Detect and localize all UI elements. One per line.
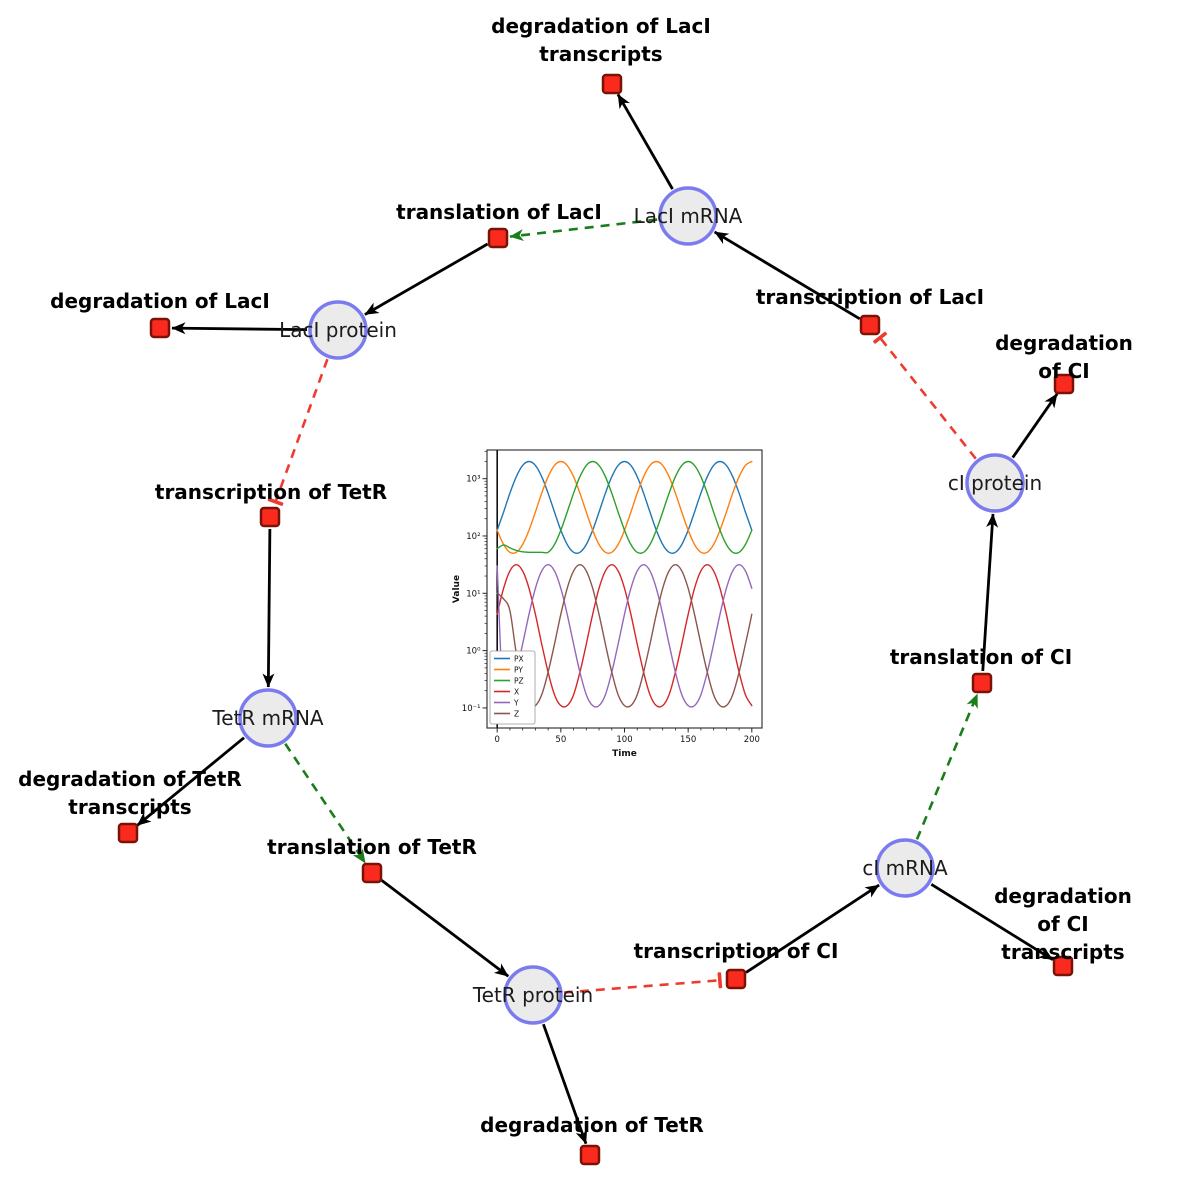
series-line-X xyxy=(496,564,753,708)
x-tick-label: 100 xyxy=(616,735,632,745)
edge-production-tc_ci-to-ci_mrna xyxy=(745,883,880,974)
series-line-PX xyxy=(496,460,753,554)
x-tick-label: 200 xyxy=(744,735,760,745)
species-node-tetr_mrna[interactable] xyxy=(238,688,298,748)
y-tick-label: 10⁰ xyxy=(466,647,481,657)
reaction-node-deg_tetr_tx[interactable] xyxy=(117,822,139,844)
edge-consumption-laci_mrna-to-deg_laci_tx xyxy=(616,93,674,190)
edge-inhibition-ci_prot-to-tc_laci xyxy=(873,331,977,460)
species-node-tetr_prot[interactable] xyxy=(503,965,563,1025)
edge-production-tl_ci-to-ci_prot xyxy=(981,513,999,672)
y-tick-label: 10³ xyxy=(466,475,480,485)
edge-modifier-laci_mrna-to-tl_laci xyxy=(509,218,658,242)
edge-modifier-tetr_mrna-to-tl_tetr xyxy=(284,743,367,864)
reaction-node-tl_laci[interactable] xyxy=(487,227,509,249)
edge-modifier-ci_mrna-to-tl_ci xyxy=(915,693,979,840)
edge-consumption-ci_mrna-to-deg_ci_tx xyxy=(930,883,1054,961)
legend-label-PX: PX xyxy=(514,654,524,663)
reaction-node-deg_tetr[interactable] xyxy=(579,1144,601,1166)
reaction-node-tc_ci[interactable] xyxy=(725,968,747,990)
reaction-node-tc_tetr[interactable] xyxy=(259,506,281,528)
x-tick-label: 150 xyxy=(680,735,696,745)
series-line-PY xyxy=(496,460,753,554)
reaction-node-tl_ci[interactable] xyxy=(971,672,993,694)
edge-production-tc_laci-to-laci_mrna xyxy=(713,230,861,321)
chart-x-axis-label: Time xyxy=(612,749,637,759)
series-line-Y xyxy=(496,564,753,715)
legend-label-Y: Y xyxy=(513,698,519,707)
species-node-ci_mrna[interactable] xyxy=(875,838,935,898)
reaction-node-tc_laci[interactable] xyxy=(859,314,881,336)
x-tick-label: 50 xyxy=(555,735,566,745)
legend-label-Z: Z xyxy=(514,709,519,718)
x-tick-label: 0 xyxy=(494,735,499,745)
edge-consumption-tetr_mrna-to-deg_tetr_tx xyxy=(136,736,245,827)
reaction-node-deg_ci_tx[interactable] xyxy=(1052,955,1074,977)
y-tick-label: 10⁻¹ xyxy=(462,704,481,714)
edge-consumption-laci_prot-to-deg_laci xyxy=(171,322,308,335)
edge-production-tl_tetr-to-tetr_prot xyxy=(380,879,510,978)
series-line-PZ xyxy=(496,460,753,554)
series-line-Z xyxy=(496,564,753,709)
legend-label-PZ: PZ xyxy=(514,676,524,685)
y-tick-label: 10² xyxy=(466,532,480,542)
edge-consumption-tetr_prot-to-deg_tetr xyxy=(542,1023,588,1145)
species-node-laci_prot[interactable] xyxy=(308,300,368,360)
chart-y-axis-label: Value xyxy=(452,575,462,603)
chart-legend: PX PY PZ XYZ xyxy=(489,650,536,725)
reaction-node-deg_laci[interactable] xyxy=(149,317,171,339)
legend-label-X: X xyxy=(514,687,519,696)
reaction-node-deg_laci_tx[interactable] xyxy=(601,73,623,95)
edge-production-tl_laci-to-laci_prot xyxy=(364,242,489,316)
edge-consumption-ci_prot-to-deg_ci xyxy=(1011,393,1059,459)
reaction-node-tl_tetr[interactable] xyxy=(361,862,383,884)
species-node-laci_mrna[interactable] xyxy=(658,186,718,246)
legend-label-PY: PY xyxy=(514,665,523,674)
y-tick-label: 10¹ xyxy=(466,589,480,599)
edge-production-tc_tetr-to-tetr_mrna xyxy=(262,528,275,688)
species-node-ci_prot[interactable] xyxy=(965,453,1025,513)
edge-inhibition-tetr_prot-to-tc_ci xyxy=(563,972,723,994)
reaction-node-deg_ci[interactable] xyxy=(1053,373,1075,395)
edge-inhibition-laci_prot-to-tc_tetr xyxy=(267,358,329,506)
